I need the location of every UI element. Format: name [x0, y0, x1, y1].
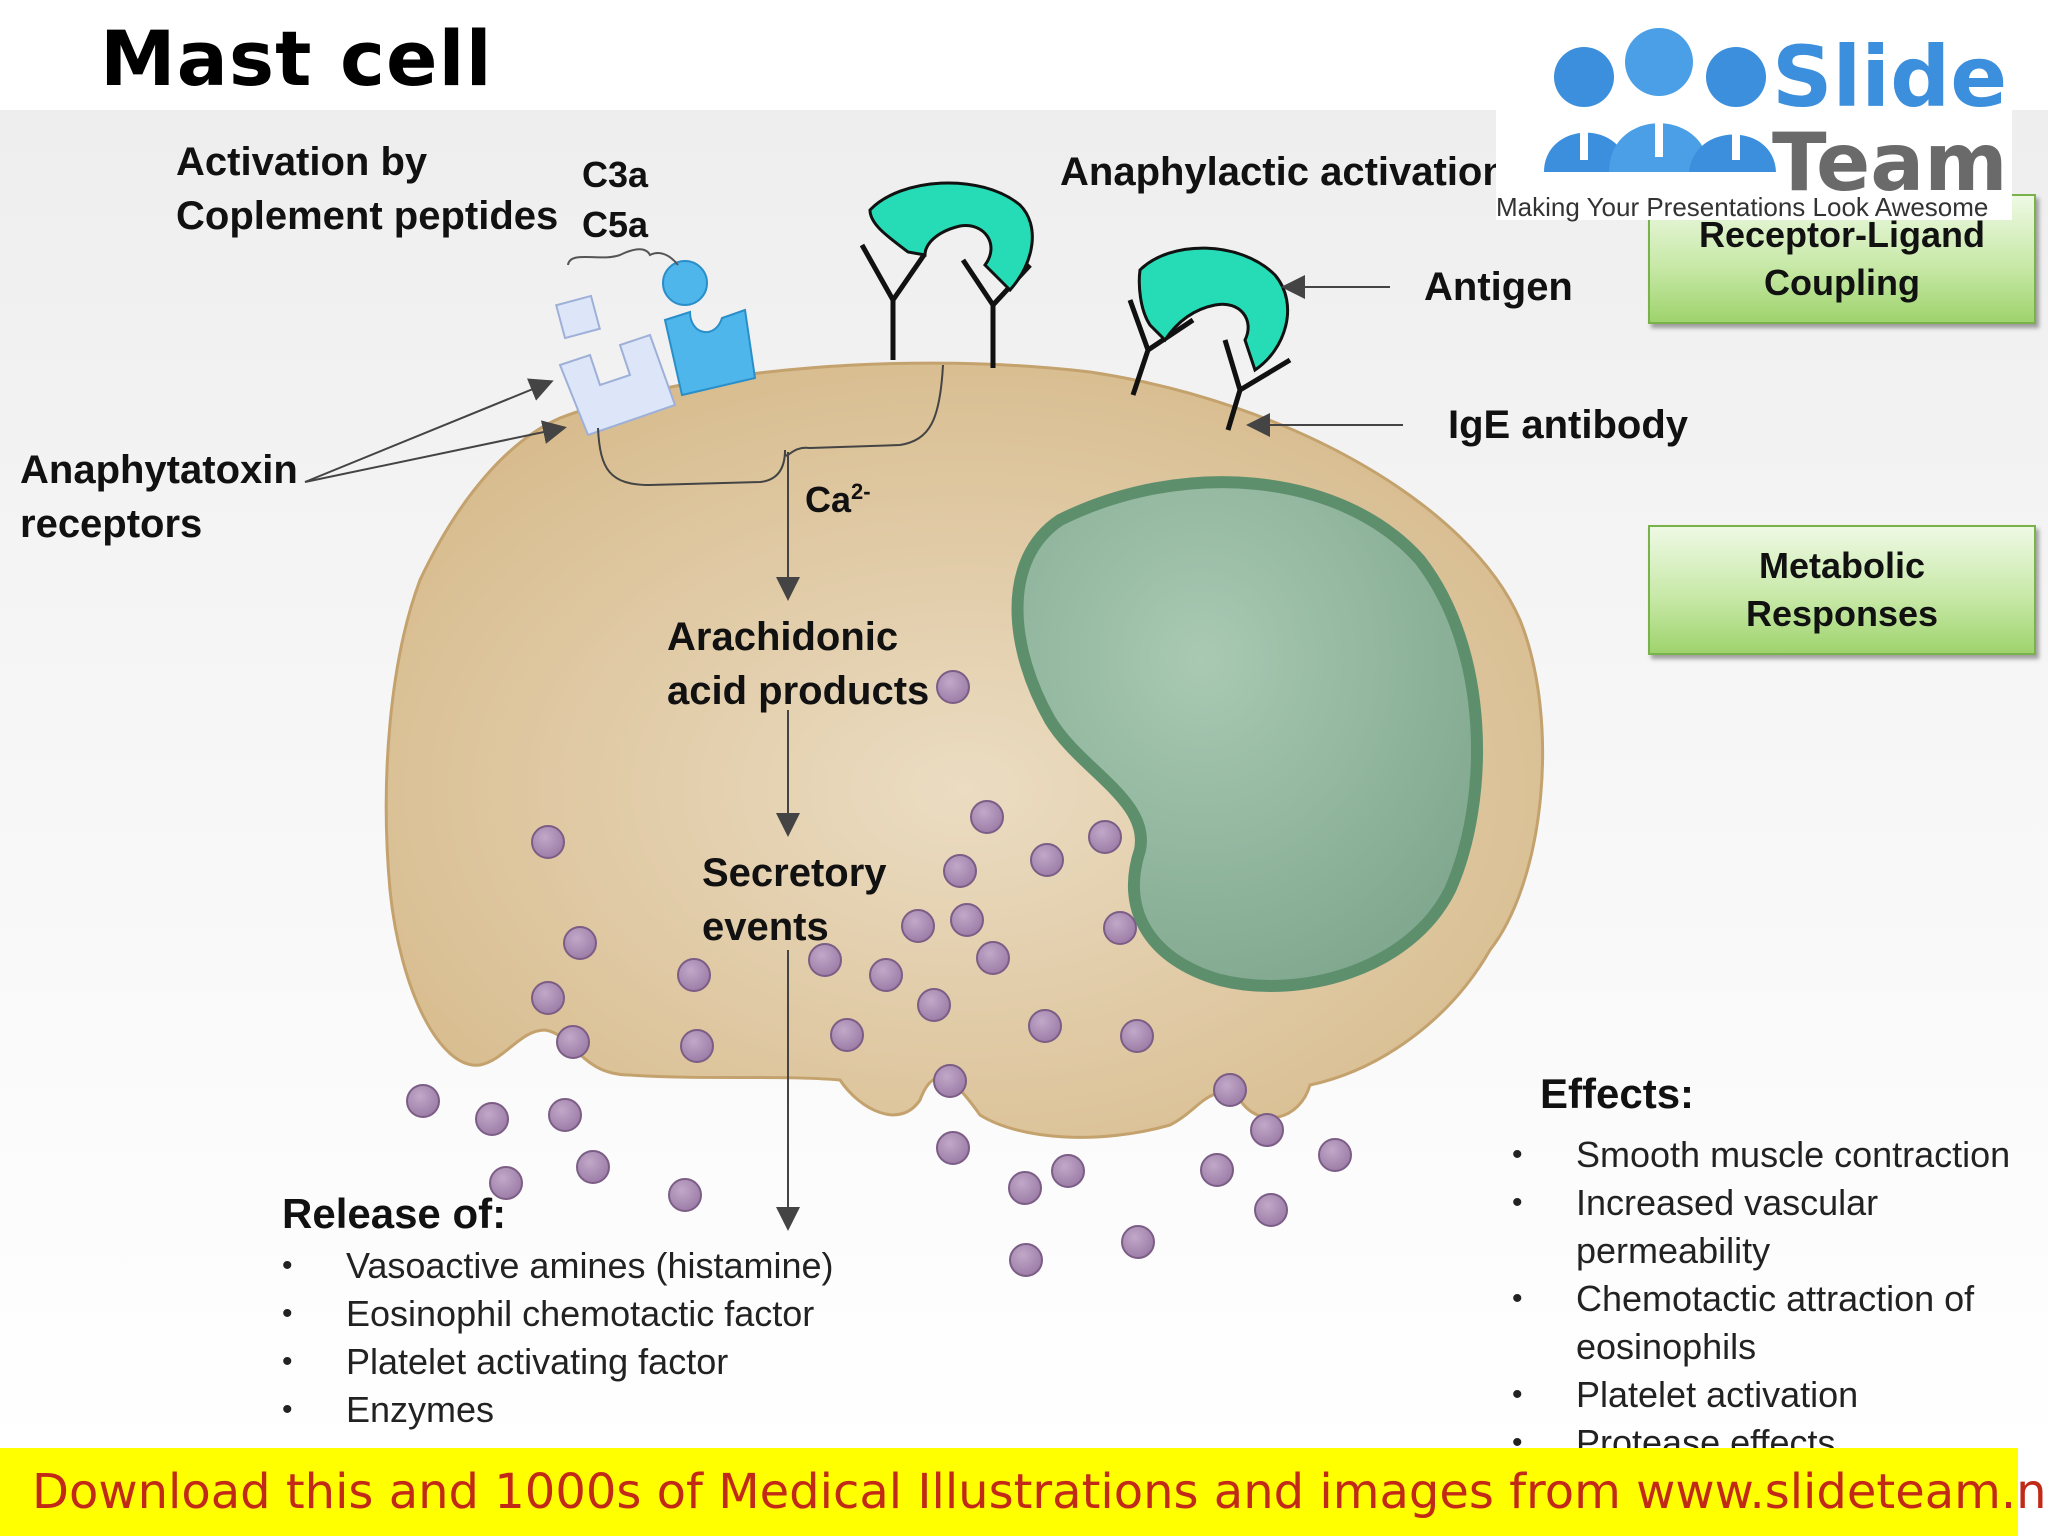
- label-antigen: Antigen: [1424, 265, 1573, 309]
- label-activation: Activation by Coplement peptides: [176, 135, 558, 243]
- granules: [406, 670, 1352, 1277]
- metabolic-responses-button[interactable]: Metabolic Responses: [1648, 525, 2036, 655]
- release-item: Vasoactive amines (histamine): [282, 1242, 834, 1290]
- release-item: Leukotrienes C,D,E: [282, 1434, 834, 1442]
- label-anaphytatoxin-line2: receptors: [20, 502, 203, 546]
- effects-title: Effects:: [1540, 1070, 1695, 1117]
- effects-item: Protease effects: [1512, 1419, 2010, 1448]
- logo-word-slide: Slide: [1772, 28, 2008, 126]
- label-calcium: Ca2-: [805, 465, 871, 527]
- receptor-ligand-line2: Coupling: [1764, 262, 1920, 303]
- release-list: Vasoactive amines (histamine) Eosinophil…: [282, 1242, 834, 1442]
- receptor-ligand-line1: Receptor-Ligand: [1698, 214, 1985, 255]
- ige-antibody-pair-2: [1127, 299, 1292, 431]
- label-activation-line2: Coplement peptides: [176, 194, 559, 238]
- pointer-lines: [304, 275, 1403, 1231]
- complement-receptors: [554, 248, 757, 437]
- page-title: Mast cell: [100, 14, 493, 103]
- banner-text: Download this and 1000s of Medical Illus…: [32, 1464, 2048, 1520]
- label-anaphytatoxin-line1: Anaphytatoxin: [20, 448, 298, 492]
- download-banner[interactable]: Download this and 1000s of Medical Illus…: [0, 1448, 2048, 1536]
- label-arachidonic-line2: acid products: [667, 669, 930, 713]
- logo-tagline: Making Your Presentations Look Awesome: [1496, 192, 1989, 222]
- logo-word-team: Team: [1772, 116, 2008, 209]
- slideteam-logo: Slide Team Making Your Presentations Loo…: [1496, 22, 2012, 222]
- metabolic-responses-line1: Metabolic: [1758, 545, 1925, 586]
- release-item: Platelet activating factor: [282, 1338, 834, 1386]
- label-activation-line1: Activation by: [176, 140, 428, 184]
- antigen-right: [1137, 246, 1290, 373]
- label-secretory-line2: events: [702, 905, 829, 949]
- effects-item-continued: permeability: [1576, 1230, 1771, 1271]
- release-item: Eosinophil chemotactic factor: [282, 1290, 834, 1338]
- label-anaphylactic-activation: Anaphylactic activation: [1060, 150, 1507, 194]
- release-title: Release of:: [282, 1190, 507, 1237]
- label-arachidonic-line1: Arachidonic: [667, 615, 899, 659]
- release-item: Enzymes: [282, 1386, 834, 1434]
- label-calcium-charge: 2-: [851, 479, 871, 504]
- label-c3a: C3a: [582, 154, 649, 195]
- effects-item-continued: eosinophils: [1576, 1326, 1757, 1367]
- cell-nucleus: [1011, 476, 1483, 992]
- label-complement-peptides: C3a C5a: [582, 150, 648, 250]
- label-ige-antibody: IgE antibody: [1448, 403, 1688, 447]
- label-anaphytatoxin-receptors: Anaphytatoxin receptors: [20, 443, 298, 551]
- effects-item: Smooth muscle contraction: [1512, 1131, 2010, 1179]
- effects-list: Smooth muscle contraction Increased vasc…: [1512, 1131, 2010, 1448]
- label-calcium-symbol: Ca: [805, 479, 852, 520]
- label-c5a: C5a: [582, 204, 649, 245]
- antigen-top: [868, 181, 1034, 293]
- label-secretory-events: Secretory events: [702, 846, 887, 954]
- metabolic-responses-line2: Responses: [1745, 593, 1939, 634]
- effects-item: Platelet activation: [1512, 1371, 2010, 1419]
- label-arachidonic-acid-products: Arachidonic acid products: [667, 610, 929, 718]
- people-logo-icon: [1544, 28, 1776, 172]
- label-secretory-line1: Secretory: [702, 851, 887, 895]
- effects-item: Increased vascular: [1512, 1179, 2010, 1227]
- effects-item: Chemotactic attraction of: [1512, 1275, 2010, 1323]
